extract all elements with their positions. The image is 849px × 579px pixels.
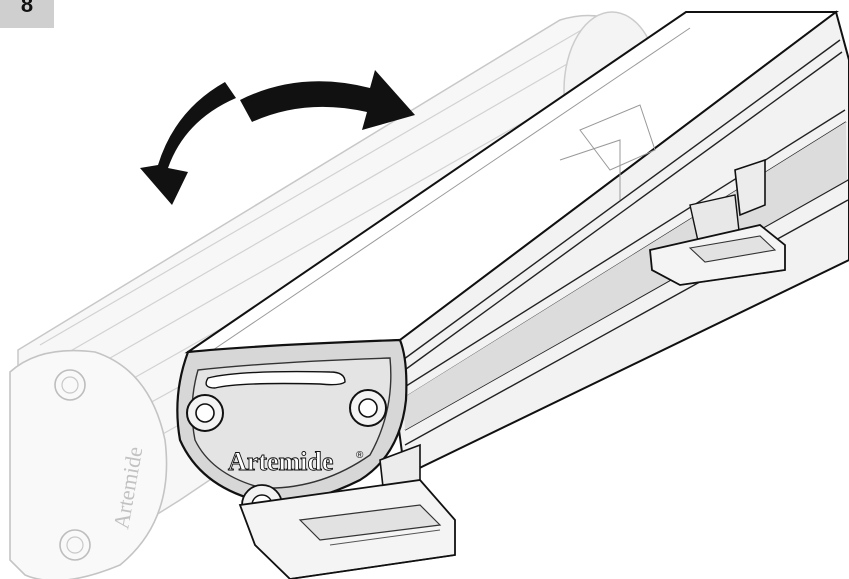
front-mounting-bracket [238, 443, 456, 579]
step-number: 8 [20, 0, 34, 17]
front-brand-logo: Artemide [228, 447, 333, 476]
curved-double-arrow-icon [140, 70, 415, 205]
rear-mounting-bracket [649, 158, 786, 286]
arrow-left [140, 82, 236, 205]
ghost-screw-bottom [59, 529, 91, 561]
arrow-right [240, 70, 415, 130]
left-screw-icon [186, 394, 224, 432]
cap-slot [205, 370, 346, 389]
ghost-screw-top [54, 369, 86, 401]
registered-mark: ® [356, 450, 364, 461]
front-inner-detail [209, 27, 691, 353]
step-number-badge: 8 [0, 0, 54, 28]
right-screw-icon [349, 389, 387, 427]
